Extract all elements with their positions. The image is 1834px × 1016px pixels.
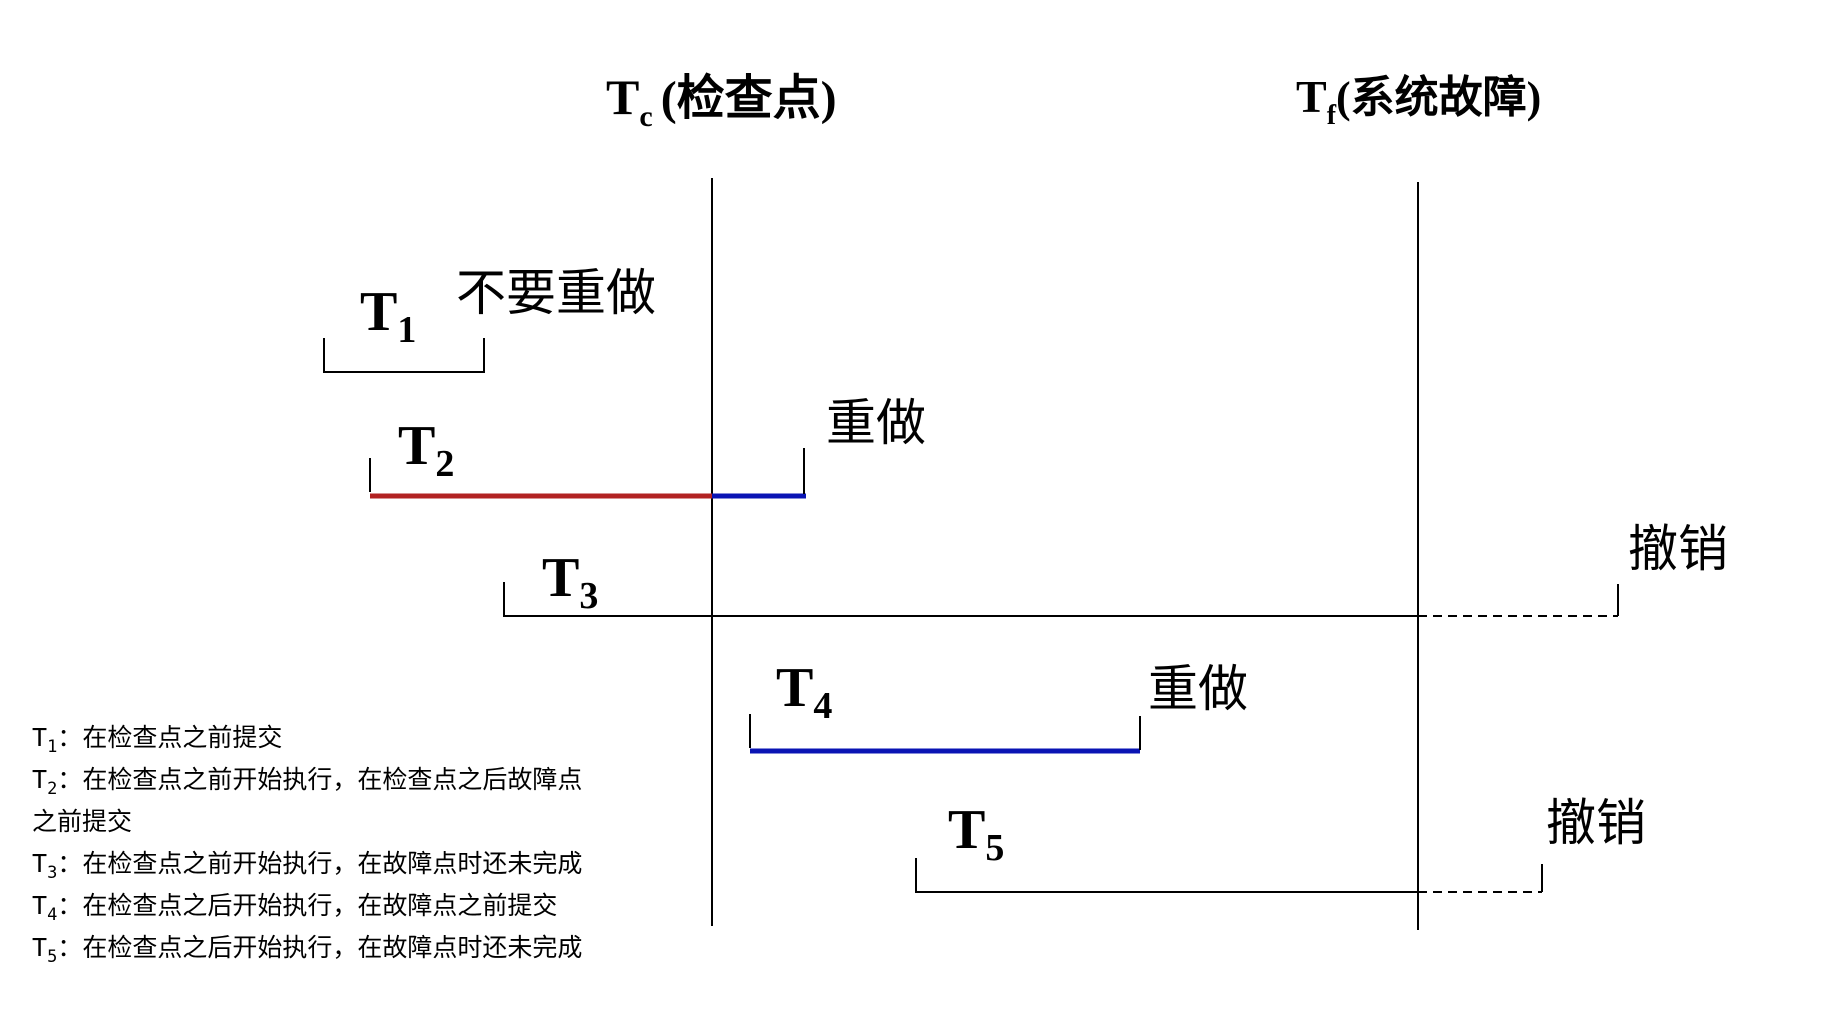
transaction-t2: T2 重做	[369, 394, 926, 499]
failure-header: Tf(系统故障)	[1296, 71, 1541, 131]
t5-action: 撤销	[1546, 794, 1646, 852]
t3-label: T3	[542, 547, 598, 617]
t2-label: T2	[398, 415, 454, 485]
t1-label: T1	[360, 281, 416, 351]
checkpoint-header: Tc(检查点)	[606, 69, 837, 133]
legend: T1：在检查点之前提交 T2：在检查点之前开始执行，在检查点之后故障点 之前提交…	[32, 723, 582, 967]
t2-action: 重做	[826, 394, 926, 452]
transaction-t4: T4 重做	[749, 657, 1248, 754]
t1-action: 不要重做	[456, 264, 656, 322]
legend-line-t5: T5：在检查点之后开始执行，在故障点时还未完成	[32, 933, 582, 967]
t4-action: 重做	[1148, 660, 1248, 718]
t5-span	[915, 858, 1418, 893]
legend-line-t3: T3：在检查点之前开始执行，在故障点时还未完成	[32, 849, 582, 883]
legend-line-t1: T1：在检查点之前提交	[32, 723, 282, 757]
t3-span	[503, 582, 1418, 617]
legend-line-t2-continued: 之前提交	[32, 807, 132, 836]
transaction-t1: T1 不要重做	[323, 264, 656, 373]
legend-line-t2: T2：在检查点之前开始执行，在检查点之后故障点	[32, 765, 582, 799]
legend-line-t4: T4：在检查点之后开始执行，在故障点之前提交	[32, 891, 557, 925]
transaction-t5: T5 撤销	[915, 794, 1646, 893]
transaction-t3: T3 撤销	[503, 520, 1728, 617]
t4-label: T4	[776, 657, 832, 727]
t1-span	[323, 338, 485, 373]
t5-label: T5	[948, 799, 1004, 869]
t3-action: 撤销	[1628, 520, 1728, 578]
